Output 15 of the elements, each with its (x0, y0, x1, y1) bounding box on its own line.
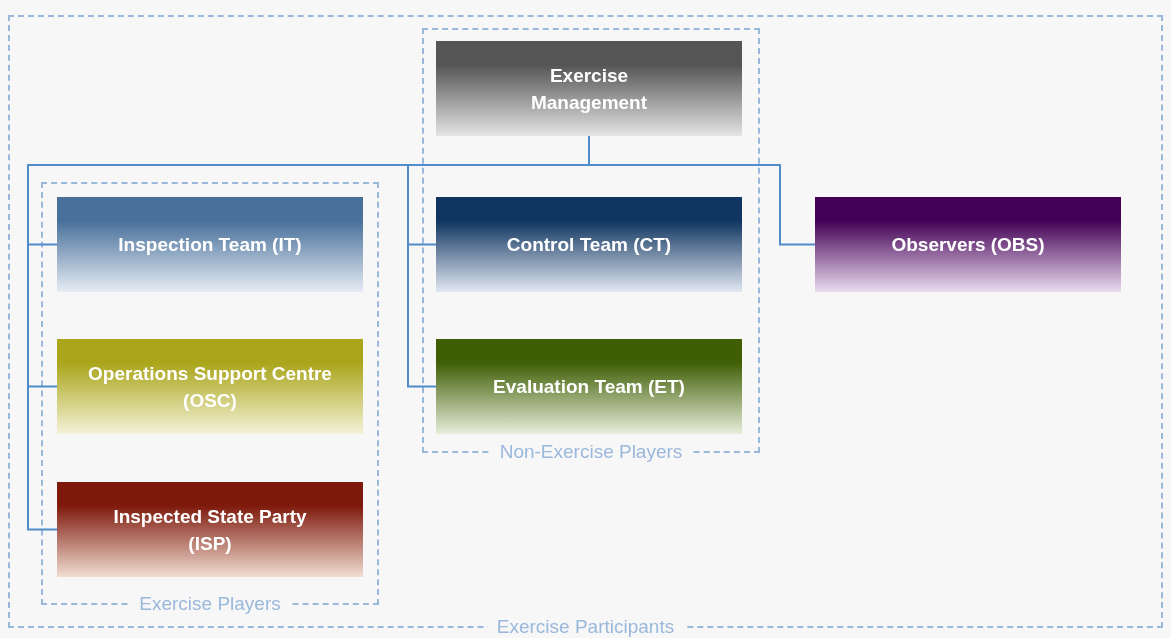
team-box (815, 197, 1121, 292)
team-box (436, 197, 742, 292)
team-box (57, 197, 363, 292)
team-name: Inspection Team (IT) (118, 233, 302, 257)
team-box (57, 482, 363, 577)
team-box (57, 339, 363, 434)
team-name: Operations Support Centre (OSC) (87, 361, 333, 413)
connector-line (588, 135, 816, 246)
team-name: Inspected State Party (ISP) (112, 504, 308, 556)
team-name: Evaluation Team (ET) (493, 375, 685, 399)
team-name: Exercise Management (529, 63, 649, 115)
team-name: Observers (OBS) (891, 233, 1045, 257)
team-name: Control Team (CT) (506, 233, 672, 257)
team-box (436, 41, 742, 136)
team-box (436, 339, 742, 434)
